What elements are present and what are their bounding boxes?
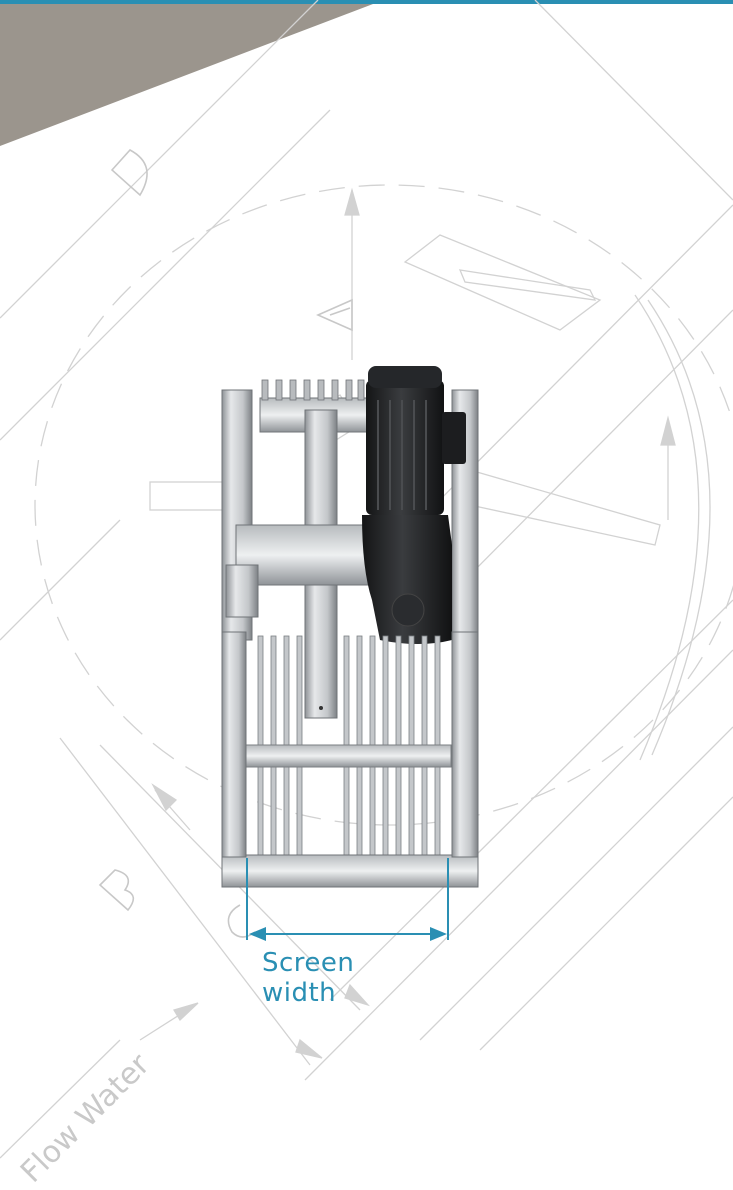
- bottom-plate: [221, 854, 479, 888]
- drive-shaft: [235, 524, 377, 586]
- screen-width-label: Screen width: [262, 948, 355, 1008]
- letter-c-mark: [227, 904, 256, 938]
- motor-body: [366, 380, 444, 515]
- screen-width-dimension: [246, 858, 449, 941]
- top-accent-bar: [0, 0, 733, 4]
- letter-d-mark: [110, 148, 148, 197]
- letter-a-mark: [316, 298, 353, 332]
- motor-cap: [368, 366, 442, 388]
- screen-machine: [221, 366, 479, 888]
- dimension-arrow-left: [249, 927, 266, 941]
- corner-shape: [0, 4, 373, 146]
- motor-fins: [377, 400, 427, 510]
- rake-teeth: [261, 379, 365, 401]
- dimension-arrow-right: [430, 927, 447, 941]
- gearbox: [362, 515, 452, 644]
- bar-support: [245, 744, 452, 768]
- sketch-letters: [98, 148, 353, 938]
- right-lower-frame: [451, 631, 479, 858]
- motor-terminal-box: [442, 412, 466, 464]
- left-lower-frame: [221, 631, 247, 858]
- letter-b-mark: [98, 869, 135, 912]
